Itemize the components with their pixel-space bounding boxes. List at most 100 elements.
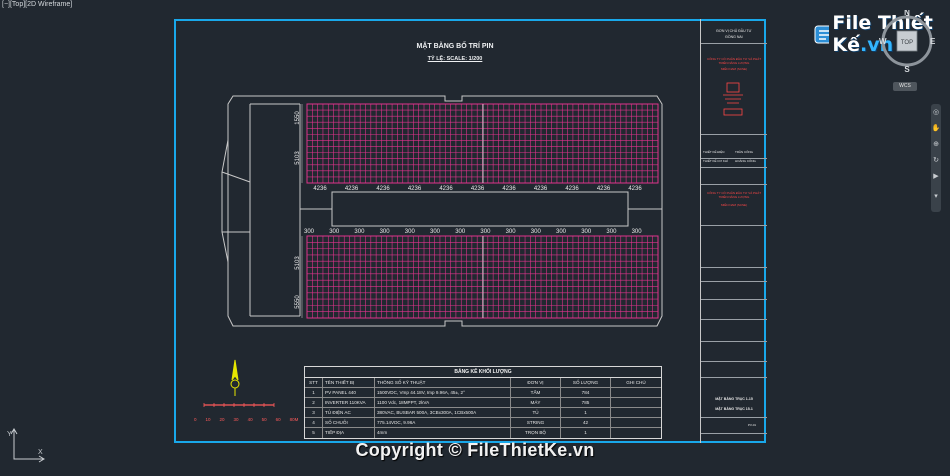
cell-name: TIẾP ĐỊA — [323, 428, 375, 438]
cell-spec: 380VAC, BUSBAR 500A, 3CBx300A, 1CBx500A — [375, 408, 511, 417]
dim-label-bay-width: 300 — [430, 229, 441, 235]
dim-label-row-width: 4236 — [502, 186, 516, 192]
scale-label: 0 — [194, 417, 197, 422]
dim-label-bay-width: 300 — [556, 229, 567, 235]
north-arrow-icon — [231, 359, 239, 381]
cell-qty: 1 — [561, 428, 611, 438]
quantity-schedule-table: BẢNG KÊ KHỐI LƯỢNG STT TÊN THIẾT BỊ THÔN… — [304, 366, 662, 439]
navigation-bar: ◎ ✋ ⊕ ↻ ▶ ▾ — [931, 104, 941, 212]
cell-spec: 775.14VDC, 9.96A — [375, 418, 511, 427]
table-row: 4 SỐ CHUỖI 775.14VDC, 9.96A STRING 42 — [305, 418, 661, 428]
dim-label-bay-width: 300 — [354, 229, 365, 235]
tb-name1: TRẦN CÔNG — [735, 150, 753, 154]
dim-label-row-width: 4236 — [534, 186, 548, 192]
logo-mark-icon — [814, 25, 830, 44]
scale-label: 80M — [289, 417, 299, 422]
tb-contractor-code: MIỀN NAM (SCSE) — [720, 203, 747, 207]
steering-wheel-icon[interactable]: ◎ — [932, 109, 940, 116]
navbar-menu-icon[interactable]: ▾ — [934, 193, 938, 200]
cell-note — [611, 408, 661, 417]
solar-panel-array — [306, 103, 659, 319]
cell-stt: 3 — [305, 408, 323, 417]
table-row: 5 TIẾP ĐỊA 4mm TRỌN BỘ 1 — [305, 428, 661, 438]
col-header-qty: SỐ LƯỢNG — [561, 378, 611, 387]
tb-role1: THIẾT KẾ ĐIỆN — [703, 150, 725, 154]
cell-unit: TẤM — [511, 388, 561, 397]
viewcube[interactable]: TOP N S W E — [878, 10, 938, 76]
dim-label-row-width: 4236 — [313, 186, 327, 192]
tb-sheet-no: PV-01 — [747, 423, 757, 427]
col-header-unit: ĐƠN VỊ — [511, 378, 561, 387]
cell-name: INVERTER 110KVA — [323, 398, 375, 407]
dim-label-bay-width: 300 — [304, 229, 315, 235]
dim-label-height-b: 5103 — [295, 151, 301, 165]
cell-spec: 1100 Vdc, 18MPPT, 2kVA — [375, 398, 511, 407]
col-header-spec: THÔNG SỐ KỸ THUẬT — [375, 378, 511, 387]
tb-role2: THIẾT KẾ CƠ KHÍ — [703, 159, 728, 163]
tb-logo-mark — [723, 82, 743, 116]
cell-note — [611, 418, 661, 427]
cell-qty: 784 — [561, 388, 611, 397]
scale-label: 20 — [219, 417, 225, 422]
dim-label-row-width: 4236 — [628, 186, 642, 192]
cell-stt: 2 — [305, 398, 323, 407]
north-arrow — [203, 359, 275, 407]
logo-main: Thiết Kế — [832, 12, 933, 56]
col-header-stt: STT — [305, 378, 323, 387]
dim-label-height-a: 1550 — [295, 111, 301, 125]
scale-label: 60 — [275, 417, 281, 422]
cell-unit: TRỌN BỘ — [511, 428, 561, 438]
table-row: 3 TỦ ĐIỆN AC 380VAC, BUSBAR 500A, 3CBx30… — [305, 408, 661, 418]
dim-label-height-d: 5550 — [295, 295, 301, 309]
dim-label-bay-width: 300 — [329, 229, 340, 235]
col-header-note: GHI CHÚ — [626, 380, 646, 385]
table-row: 2 INVERTER 110KVA 1100 Vdc, 18MPPT, 2kVA… — [305, 398, 661, 408]
tb-name2: HOÀNG CÔNG — [735, 159, 756, 163]
cell-unit: STRING — [511, 418, 561, 427]
showmotion-icon[interactable]: ▶ — [933, 173, 939, 180]
copyright-watermark: Copyright © FileThietKe.vn — [355, 440, 595, 460]
logo-prefix: File — [832, 12, 872, 34]
zoom-extents-icon[interactable]: ⊕ — [933, 141, 939, 148]
dim-label-row-width: 4236 — [408, 186, 422, 192]
dim-label-bay-width: 300 — [632, 229, 643, 235]
table-row: 1 PV PANEL 440 1500VDC, Vmp 44.18V, Imp … — [305, 388, 661, 398]
cell-note — [611, 388, 661, 397]
dim-label-bay-width: 300 — [380, 229, 391, 235]
dim-label-row-width: 4236 — [376, 186, 390, 192]
cell-unit: TỦ — [511, 408, 561, 417]
cell-unit: MÁY — [511, 398, 561, 407]
viewcube-west[interactable]: W — [879, 37, 887, 46]
dim-label-bay-width: 300 — [581, 229, 592, 235]
dim-label-bay-width: 300 — [480, 229, 491, 235]
viewcube-north[interactable]: N — [904, 10, 910, 17]
drawing-scale: TỶ LỆ: SCALE: 1/200 — [427, 56, 483, 62]
col-header-name: TÊN THIẾT BỊ — [323, 378, 375, 387]
ucs-icon: Y X — [7, 428, 45, 463]
dim-label-bay-width: 300 — [405, 229, 416, 235]
scale-label: 50 — [261, 417, 267, 422]
viewcube-south[interactable]: S — [904, 65, 910, 74]
viewcube-east[interactable]: E — [930, 37, 936, 46]
cell-stt: 1 — [305, 388, 323, 397]
viewcube-top-face[interactable] — [896, 30, 918, 52]
wcs-menu-button[interactable]: WCS — [893, 82, 917, 91]
title-block: ĐƠN VỊ CHỦ ĐẦU TƯ ĐỒNG NAI CÔNG TY CỔ PH… — [700, 19, 767, 443]
scale-label: 30 — [233, 417, 239, 422]
dim-label-row-width: 4236 — [471, 186, 485, 192]
viewport-controls-label[interactable]: [−][Top][2D Wireframe] — [2, 1, 73, 8]
tb-company-sub: ĐỒNG NAI — [725, 35, 743, 39]
tb-contractor: CÔNG TY CỔ PHẦN ĐẦU TƯ VÀ PHÁT TRIỂN NĂN… — [706, 191, 762, 199]
cell-name: TỦ ĐIỆN AC — [323, 408, 375, 417]
tb-company: ĐƠN VỊ CHỦ ĐẦU TƯ — [716, 29, 752, 33]
dim-label-bay-width: 300 — [531, 229, 542, 235]
pan-icon[interactable]: ✋ — [931, 125, 941, 132]
cell-qty: 785 — [561, 398, 611, 407]
tb-sheet-name1: MẶT BẰNG TRỤC 1-15 — [715, 397, 753, 401]
filethietke-logo: File Thiết Kế.vn — [814, 12, 950, 56]
orbit-icon[interactable]: ↻ — [933, 157, 939, 164]
cell-spec: 4mm — [375, 428, 511, 438]
dim-label-row-width: 4236 — [345, 186, 359, 192]
ucs-y-label: Y — [7, 431, 12, 438]
